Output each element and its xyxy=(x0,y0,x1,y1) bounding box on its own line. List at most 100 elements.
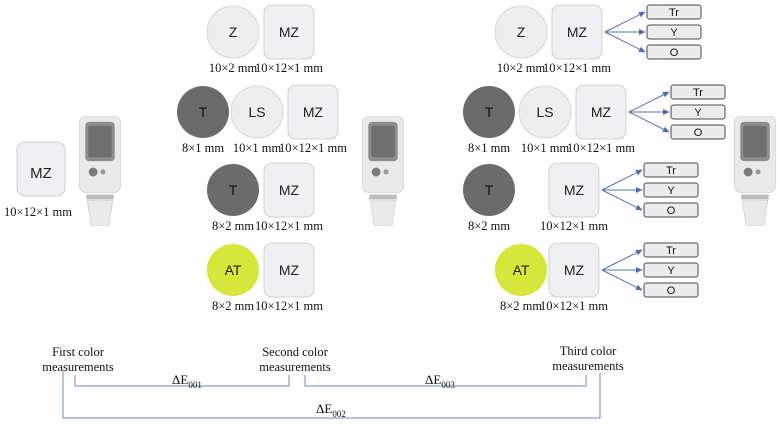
specimen-dimension: 10×12×1 mm xyxy=(255,61,323,75)
third-measurement-label-line1: Third color xyxy=(560,344,617,358)
background-tag xyxy=(643,182,699,198)
delta-e-001-label: ΔE001 xyxy=(172,372,202,390)
delta-e-003-label: ΔE003 xyxy=(425,372,455,390)
background-tag-label: O xyxy=(670,47,679,59)
second-measurement-label-line2: measurements xyxy=(259,360,331,374)
background-tag xyxy=(643,162,699,178)
background-arrow xyxy=(601,169,643,191)
mz-specimen-square xyxy=(16,141,66,197)
specimen-label: MZ xyxy=(564,262,585,278)
specimen-disc xyxy=(518,85,572,139)
mz-specimen-square xyxy=(263,162,315,218)
specimen-dimension: 8×2 mm xyxy=(212,219,254,233)
specimen-disc xyxy=(230,85,284,139)
specimen-dimension: 10×2 mm xyxy=(209,61,258,75)
specimen-dimension: 8×2 mm xyxy=(500,299,542,313)
background-arrow xyxy=(601,249,643,271)
specimen-label: T xyxy=(229,182,238,198)
first-measurement-label-line1: First color xyxy=(52,345,105,359)
mz-specimen-square xyxy=(263,4,315,60)
mz-specimen-square xyxy=(551,4,603,60)
spectrophotometer-icon xyxy=(733,116,777,226)
background-arrow xyxy=(604,11,646,33)
mz-specimen-square xyxy=(287,84,339,140)
third-measurement-label-line2: measurements xyxy=(552,359,624,373)
specimen-dimension: 8×2 mm xyxy=(468,219,510,233)
spectrophotometer-icon xyxy=(78,116,122,226)
specimen-label: MZ xyxy=(279,262,300,278)
spectrophotometer-icon xyxy=(361,116,405,226)
background-tag-label: Y xyxy=(667,185,675,197)
specimen-disc xyxy=(495,244,547,296)
specimen-disc xyxy=(463,164,515,216)
mz-specimen-square xyxy=(263,242,315,298)
background-tag-label: Tr xyxy=(666,165,676,177)
background-arrow xyxy=(604,31,646,53)
background-tag-label: Tr xyxy=(666,245,676,257)
background-tag xyxy=(643,262,699,278)
specimen-dimension: 8×1 mm xyxy=(468,141,510,155)
specimen-dimension: 10×12×1 mm xyxy=(255,299,323,313)
specimen-dimension: 10×12×1 mm xyxy=(543,61,611,75)
specimen-label: T xyxy=(485,104,494,120)
interval-bracket-3 xyxy=(304,375,587,387)
background-tag-label: Y xyxy=(667,265,675,277)
background-tag xyxy=(646,24,702,40)
first-measurement-label-line2: measurements xyxy=(42,360,114,374)
mz-specimen-square xyxy=(548,162,600,218)
background-arrow xyxy=(601,269,643,291)
background-arrow xyxy=(601,189,643,211)
background-tag-label: Tr xyxy=(693,87,703,99)
specimen-dimension: 10×12×1 mm xyxy=(540,219,608,233)
interval-bracket-2 xyxy=(62,371,601,419)
specimen-label: MZ xyxy=(279,182,300,198)
background-tag xyxy=(670,124,726,140)
background-tag-label: O xyxy=(667,205,676,217)
specimen-disc xyxy=(463,86,515,138)
specimen-dimension: 10×12×1 mm xyxy=(4,205,72,219)
specimen-label: MZ xyxy=(591,104,612,120)
background-tag-label: Tr xyxy=(669,7,679,19)
specimen-disc xyxy=(207,244,259,296)
specimen-label: LS xyxy=(536,104,553,120)
mz-specimen-square xyxy=(575,84,627,140)
background-tag xyxy=(643,202,699,218)
mz-specimen-square xyxy=(548,242,600,298)
specimen-row: Z 10×2 mm MZ 10×12×1 mm xyxy=(206,4,323,75)
background-tag xyxy=(646,4,702,20)
specimen-dimension: 10×12×1 mm xyxy=(540,299,608,313)
background-arrow xyxy=(628,111,670,133)
specimen-label: Z xyxy=(229,24,238,40)
specimen-disc xyxy=(206,5,260,59)
specimen-label: AT xyxy=(513,262,530,278)
background-tag-label: O xyxy=(667,285,676,297)
specimen-dimension: 10×12×1 mm xyxy=(567,141,635,155)
specimen-label: MZ xyxy=(30,165,52,182)
specimen-label: MZ xyxy=(564,182,585,198)
background-tag xyxy=(643,242,699,258)
specimen-label: LS xyxy=(248,104,265,120)
specimen-label: MZ xyxy=(279,24,300,40)
specimen-label: MZ xyxy=(303,104,324,120)
interval-bracket-1 xyxy=(74,375,290,387)
baseline-specimen-group: MZ 10×12×1 mm xyxy=(4,141,72,219)
specimen-label: Z xyxy=(517,24,526,40)
timeline: First color measurements Second color me… xyxy=(42,344,624,419)
background-arrow xyxy=(628,91,670,113)
background-tag-label: O xyxy=(694,127,703,139)
specimen-disc xyxy=(177,86,229,138)
second-measurement-label-line1: Second color xyxy=(262,345,328,359)
specimen-disc xyxy=(494,5,548,59)
specimen-dimension: 10×12×1 mm xyxy=(279,141,347,155)
specimen-dimension: 10×1 mm xyxy=(521,141,570,155)
background-tag xyxy=(670,104,726,120)
specimen-dimension: 10×1 mm xyxy=(233,141,282,155)
